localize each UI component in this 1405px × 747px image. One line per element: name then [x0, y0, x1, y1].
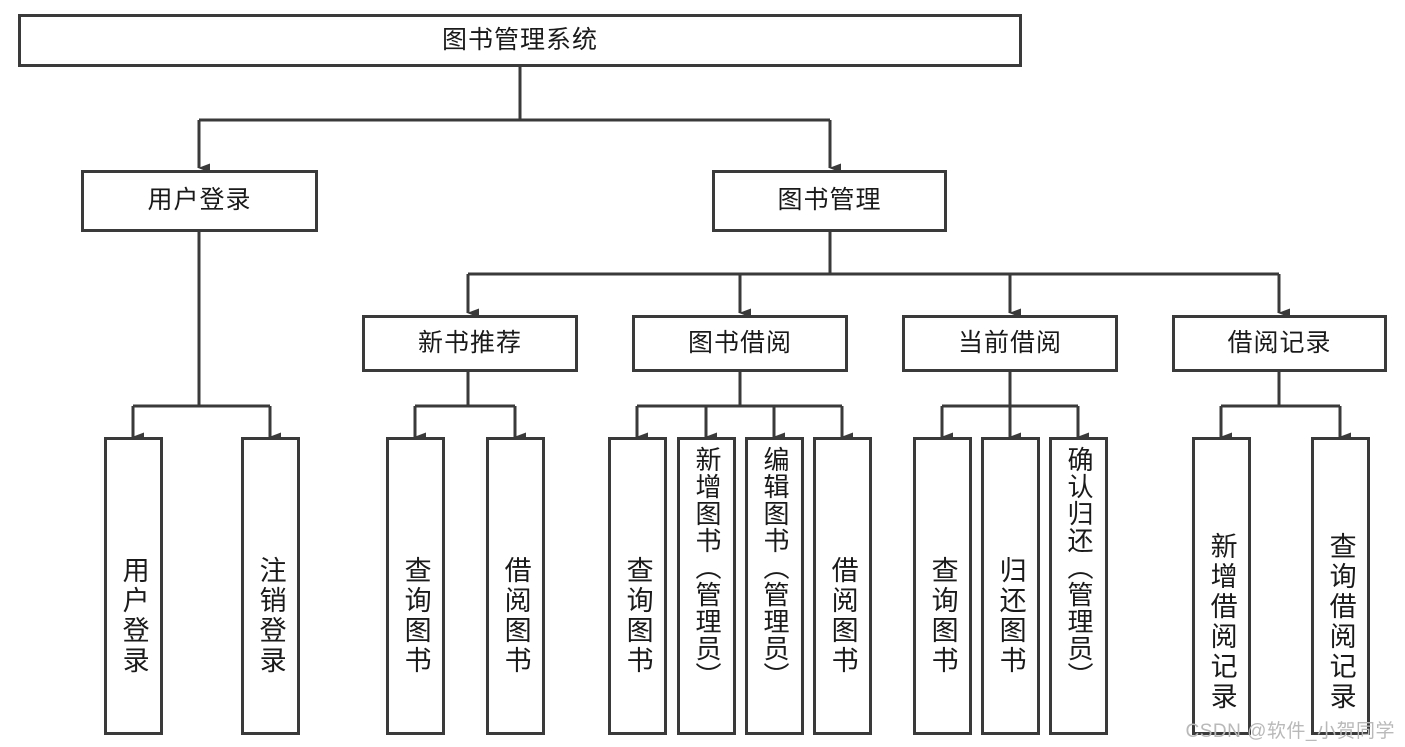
leaf-book-borrow-query-book[interactable]: 查询图书 [608, 437, 667, 735]
node-label: 图书管理系统 [441, 25, 598, 54]
node-label: 新书推荐 [417, 328, 522, 357]
node-book-borrow[interactable]: 图书借阅 [632, 315, 848, 372]
leaf-current-borrow-query-book[interactable]: 查询图书 [913, 437, 972, 735]
node-current-borrow[interactable]: 当前借阅 [902, 315, 1118, 372]
leaf-new-book-query-book[interactable]: 查询图书 [386, 437, 445, 735]
leaf-user-login-login[interactable]: 用户登录 [104, 437, 163, 735]
node-label: 借阅图书 [500, 556, 531, 676]
leaf-borrow-record-query-record[interactable]: 查询借阅记录 [1311, 437, 1370, 735]
node-label: 借阅图书 [827, 556, 858, 676]
node-book-management[interactable]: 图书管理 [712, 170, 947, 232]
node-label: 注销登录 [255, 556, 286, 676]
node-label: 图书管理 [777, 186, 882, 215]
node-label: 用户登录 [147, 186, 252, 215]
node-label: 用户登录 [118, 556, 149, 676]
node-label: 借阅记录 [1227, 328, 1332, 357]
csdn-watermark: CSDN @软件_小贺同学 [1185, 721, 1395, 742]
node-label: 归还图书 [995, 556, 1026, 676]
leaf-borrow-record-add-record[interactable]: 新增借阅记录 [1192, 437, 1251, 735]
node-label: 查询图书 [927, 556, 958, 676]
leaf-user-login-logout[interactable]: 注销登录 [241, 437, 300, 735]
node-label: 当前借阅 [957, 328, 1062, 357]
node-borrow-record[interactable]: 借阅记录 [1172, 315, 1387, 372]
leaf-book-borrow-add-book-admin[interactable]: 新增图书（管理员） [677, 437, 736, 735]
node-user-login[interactable]: 用户登录 [81, 170, 318, 232]
node-label: 编辑图书（管理员） [760, 446, 791, 689]
node-label: 图书借阅 [687, 328, 792, 357]
node-label: 查询借阅记录 [1325, 532, 1356, 712]
node-root-book-management-system[interactable]: 图书管理系统 [18, 14, 1022, 67]
leaf-book-borrow-borrow-book[interactable]: 借阅图书 [813, 437, 872, 735]
node-label: 确认归还（管理员） [1064, 446, 1095, 689]
node-label: 新增借阅记录 [1206, 532, 1237, 712]
leaf-current-borrow-confirm-return-admin[interactable]: 确认归还（管理员） [1049, 437, 1108, 735]
node-label: 查询图书 [622, 556, 653, 676]
node-label: 查询图书 [400, 556, 431, 676]
leaf-current-borrow-return-book[interactable]: 归还图书 [981, 437, 1040, 735]
node-new-book-recommend[interactable]: 新书推荐 [362, 315, 578, 372]
leaf-book-borrow-edit-book-admin[interactable]: 编辑图书（管理员） [745, 437, 804, 735]
leaf-new-book-borrow-book[interactable]: 借阅图书 [486, 437, 545, 735]
node-label: 新增图书（管理员） [692, 446, 723, 689]
